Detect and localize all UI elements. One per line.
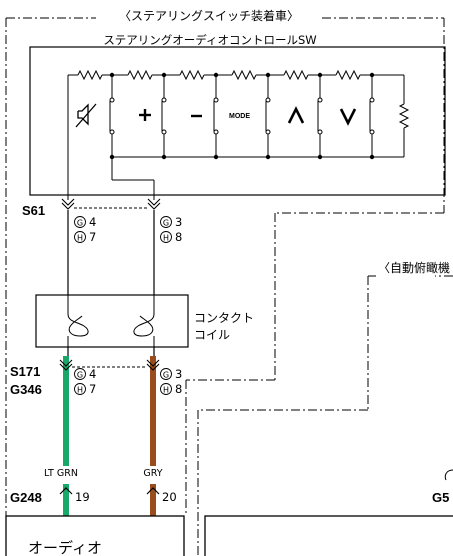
switch-module-box bbox=[29, 46, 446, 196]
connector-g248-pin-20: 20 bbox=[162, 490, 177, 504]
variant-label: 〈ステアリングスイッチ装着車〉 bbox=[119, 8, 299, 23]
svg-text:G: G bbox=[163, 219, 169, 228]
audio-unit-box bbox=[5, 515, 185, 556]
right-partial-symbol bbox=[444, 469, 453, 481]
connector-g5-id: G5 bbox=[432, 490, 449, 505]
audio-unit-label: オーディオ bbox=[28, 539, 102, 556]
seek-up-icon bbox=[287, 106, 305, 124]
svg-text:3: 3 bbox=[175, 215, 182, 229]
svg-text:H: H bbox=[77, 386, 83, 395]
svg-text:H: H bbox=[163, 386, 169, 395]
contact-coil-loops bbox=[67, 295, 155, 347]
connector-s61-symbol bbox=[61, 198, 161, 210]
wire-gry-label: GRY bbox=[143, 468, 162, 479]
svg-text:7: 7 bbox=[89, 230, 96, 244]
switch-contacts bbox=[109, 75, 375, 157]
svg-text:G: G bbox=[163, 371, 169, 380]
right-variant-dashed-frame bbox=[197, 275, 453, 556]
contact-coil-label-2: コイル bbox=[194, 328, 230, 342]
connector-g346-id: G346 bbox=[10, 382, 42, 397]
connector-g248-pin-19: 19 bbox=[75, 490, 90, 504]
svg-text:H: H bbox=[77, 234, 83, 243]
svg-text:G: G bbox=[77, 371, 83, 380]
module-title: ステアリングオーディオコントロールSW bbox=[103, 33, 316, 47]
svg-text:4: 4 bbox=[89, 367, 96, 381]
connector-g248-symbol bbox=[59, 487, 160, 495]
connector-s171-id: S171 bbox=[10, 364, 40, 379]
contact-coil-label-1: コンタクト bbox=[194, 311, 254, 325]
connector-s61-pins: G 4 H 7 G 3 H 8 bbox=[74, 215, 182, 244]
connector-s171-pins: G 4 H 7 G 3 H 8 bbox=[74, 367, 182, 396]
connector-g248-id: G248 bbox=[10, 490, 42, 505]
connector-s61-id: S61 bbox=[22, 203, 45, 218]
wire-lt-grn bbox=[63, 356, 69, 466]
mute-icon bbox=[75, 103, 97, 128]
right-unit-box bbox=[204, 515, 453, 556]
wire-lt-grn-lower bbox=[63, 484, 69, 516]
seek-down-icon bbox=[339, 108, 357, 126]
svg-text:G: G bbox=[77, 219, 83, 228]
junction-dots bbox=[109, 72, 375, 160]
contact-coil-box bbox=[35, 294, 189, 348]
right-variant-label: 〈自動俯瞰機 bbox=[378, 260, 450, 275]
resistor-ladder bbox=[67, 69, 410, 200]
svg-text:3: 3 bbox=[175, 367, 182, 381]
coil-to-s171-wires bbox=[67, 347, 155, 360]
svg-text:8: 8 bbox=[175, 230, 182, 244]
svg-text:4: 4 bbox=[89, 215, 96, 229]
volume-up-icon bbox=[139, 109, 151, 121]
wire-lt-grn-label: LT GRN bbox=[44, 468, 78, 479]
wire-gry bbox=[150, 356, 156, 466]
svg-text:H: H bbox=[163, 234, 169, 243]
connector-s171-symbol bbox=[59, 359, 160, 371]
svg-text:7: 7 bbox=[89, 382, 96, 396]
svg-text:8: 8 bbox=[175, 382, 182, 396]
mode-switch-label: MODE bbox=[229, 113, 250, 120]
module-to-coil-wires bbox=[67, 210, 155, 295]
wire-gry-lower bbox=[150, 484, 156, 516]
variant-dashed-frame bbox=[5, 17, 445, 516]
